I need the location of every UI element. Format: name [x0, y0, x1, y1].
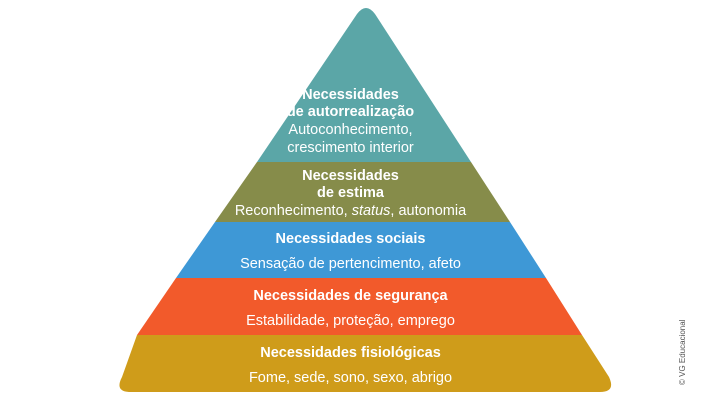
layer-description: Estabilidade, proteção, emprego — [246, 313, 455, 329]
layer-esteem — [215, 162, 510, 222]
layer-title: Necessidades de estima — [302, 168, 399, 201]
layer-physiological — [119, 335, 612, 392]
layer-description: Fome, sede, sono, sexo, abrigo — [248, 370, 453, 386]
layer-safety-text: Necessidades de segurança Estabilidade, … — [0, 288, 701, 330]
layer-self-actualization-text: Necessidades de autorrealização Autoconh… — [0, 87, 701, 157]
layer-title: Necessidades sociais — [275, 231, 426, 247]
layer-social-text: Necessidades sociais Sensação de pertenc… — [0, 231, 701, 273]
layer-title: Necessidades fisiológicas — [260, 345, 441, 361]
layer-social — [176, 222, 546, 278]
copyright-notice: © VG Educacional — [678, 319, 687, 385]
layer-safety — [137, 278, 582, 335]
layer-description: Autoconhecimento, crescimento interior — [287, 122, 414, 156]
layer-description: Reconhecimento, status, autonomia — [234, 203, 467, 219]
layer-self-actualization — [257, 8, 471, 162]
layer-title: Necessidades de segurança — [253, 288, 448, 304]
layer-title: Necessidades de autorrealização — [286, 87, 415, 120]
layer-esteem-text: Necessidades de estima Reconhecimento, s… — [0, 168, 701, 220]
layer-description: Sensação de pertencimento, afeto — [240, 256, 461, 272]
layer-physiological-text: Necessidades fisiológicas Fome, sede, so… — [0, 345, 701, 387]
